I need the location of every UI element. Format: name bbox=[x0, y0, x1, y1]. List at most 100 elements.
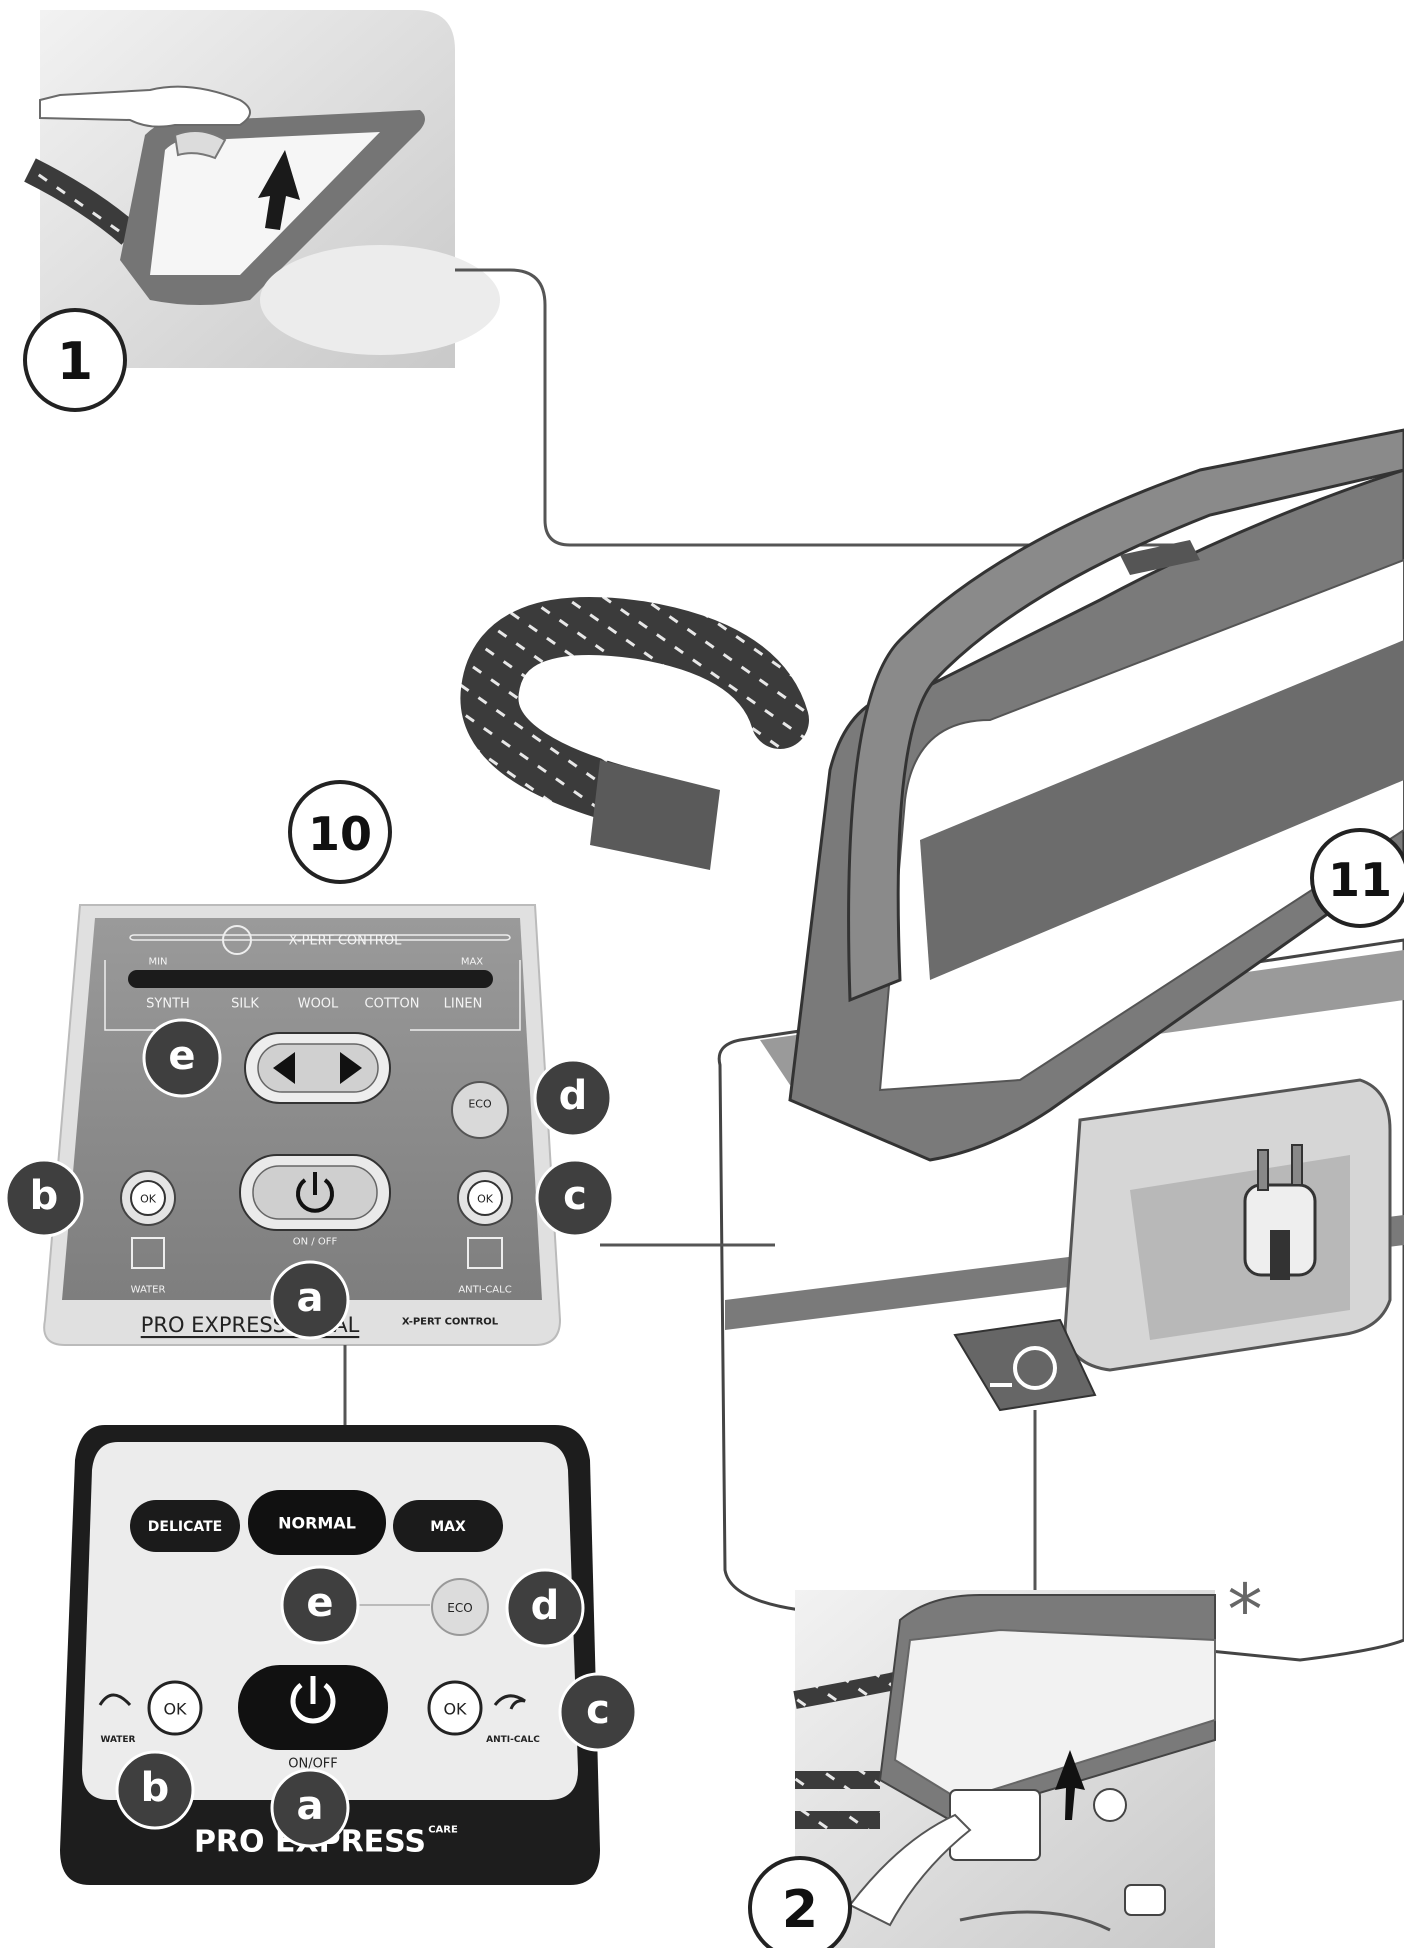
badge-d-bottom: d bbox=[505, 1568, 585, 1648]
anticalc-icon bbox=[467, 1237, 503, 1269]
anticalc-care-label: ANTI-CALC bbox=[486, 1735, 540, 1745]
mode-button-normal[interactable]: NORMAL bbox=[248, 1490, 386, 1555]
panel-face bbox=[62, 918, 542, 1300]
hand-illustration bbox=[39, 85, 251, 128]
power-plug-icon bbox=[1243, 1144, 1317, 1280]
badge-e-bottom-label: e bbox=[306, 1580, 333, 1626]
anticalc-ok-button-care[interactable]: OK bbox=[427, 1680, 483, 1736]
steam-hose bbox=[460, 597, 809, 829]
inset-step-2 bbox=[793, 1590, 1216, 1948]
eco-care-label: ECO bbox=[447, 1601, 472, 1615]
badge-e-bottom: e bbox=[280, 1565, 360, 1645]
iron-side-panel bbox=[920, 640, 1404, 980]
model-suffix-care: CARE bbox=[428, 1825, 458, 1836]
panel-brand-label: X-PERT CONTROL bbox=[289, 934, 402, 949]
badge-a-top-label: a bbox=[297, 1275, 324, 1321]
handle-trigger bbox=[1120, 540, 1200, 575]
callout-step-1-label: 1 bbox=[57, 332, 93, 392]
cord-rewind-icon bbox=[1013, 1346, 1057, 1390]
callout-step-2: 2 bbox=[748, 1856, 852, 1948]
eco-button-label: ECO bbox=[468, 1098, 492, 1111]
inset-2-hand bbox=[848, 1813, 972, 1927]
power-icon bbox=[296, 1178, 334, 1213]
badge-b-bottom-label: b bbox=[141, 1765, 170, 1811]
power-button-care[interactable] bbox=[238, 1665, 388, 1750]
anticalc-ok-care-label: OK bbox=[443, 1700, 467, 1719]
water-ok-button[interactable]: OK bbox=[120, 1170, 176, 1226]
arrow-left-icon[interactable] bbox=[273, 1052, 295, 1084]
badge-c-bottom-label: c bbox=[586, 1687, 610, 1733]
hose-segment bbox=[24, 158, 139, 245]
callout-panel-10-label: 10 bbox=[308, 807, 372, 861]
badge-a-bottom-label: a bbox=[297, 1783, 324, 1829]
hose-connector bbox=[590, 760, 720, 870]
water-care-icon bbox=[98, 1693, 132, 1707]
badge-e-top: e bbox=[142, 1018, 222, 1098]
callout-base-11-label: 11 bbox=[1328, 853, 1392, 907]
fabric-label-wool: WOOL bbox=[298, 997, 339, 1012]
water-care-label: WATER bbox=[100, 1735, 135, 1745]
badge-d-top: d bbox=[533, 1058, 613, 1138]
temperature-arrows-button[interactable] bbox=[244, 1032, 391, 1104]
steam-generator-illustration bbox=[460, 428, 1404, 1662]
power-button[interactable] bbox=[239, 1154, 391, 1231]
water-label: WATER bbox=[131, 1285, 166, 1296]
power-care-icon bbox=[290, 1683, 336, 1724]
eco-button[interactable]: ECO bbox=[451, 1081, 509, 1139]
badge-c-bottom: c bbox=[558, 1672, 638, 1752]
mode-delicate-label: DELICATE bbox=[148, 1519, 222, 1535]
badge-b-bottom: b bbox=[115, 1750, 195, 1830]
badge-a-top: a bbox=[270, 1260, 350, 1340]
thumb-illustration bbox=[173, 130, 227, 160]
inset-2-plug-icon bbox=[1124, 1884, 1166, 1916]
callout-base-11: 11 bbox=[1310, 828, 1404, 928]
steam-cloud bbox=[260, 245, 500, 355]
water-ok-label: OK bbox=[140, 1193, 157, 1206]
cord-rewind-button[interactable] bbox=[953, 1318, 1097, 1412]
connector-line-1 bbox=[455, 268, 1180, 547]
fabric-label-silk: SILK bbox=[231, 997, 259, 1012]
badge-b-top-label: b bbox=[30, 1173, 59, 1219]
water-tank-icon bbox=[131, 1237, 165, 1269]
inset-2-indicator bbox=[1093, 1788, 1127, 1822]
callout-panel-10: 10 bbox=[288, 780, 392, 884]
control-panel-xpert: X-PERT CONTROL MIN MAX SYNTH SILK WOOL C… bbox=[43, 904, 562, 1346]
insert-arrow-icon bbox=[1055, 1750, 1085, 1820]
tefal-logo-icon bbox=[222, 925, 252, 955]
iron-handle bbox=[847, 428, 1404, 1003]
fabric-label-linen: LINEN bbox=[444, 997, 483, 1012]
lift-arrow-icon bbox=[258, 150, 300, 230]
callout-step-2-label: 2 bbox=[782, 1880, 818, 1940]
water-ok-button-care[interactable]: OK bbox=[147, 1680, 203, 1736]
badge-d-top-label: d bbox=[559, 1073, 588, 1119]
mode-button-max[interactable]: MAX bbox=[393, 1500, 503, 1552]
fabric-label-cotton: COTTON bbox=[365, 997, 420, 1012]
anticalc-label: ANTI-CALC bbox=[458, 1285, 511, 1296]
temperature-display-bar bbox=[128, 970, 493, 988]
onoff-label: ON / OFF bbox=[293, 1237, 338, 1248]
badge-b-top: b bbox=[4, 1158, 84, 1238]
iron-handle-shell bbox=[150, 132, 380, 275]
badge-c-top: c bbox=[535, 1158, 615, 1238]
scale-max-label: MAX bbox=[461, 957, 483, 968]
inset-step-1 bbox=[24, 10, 500, 368]
badge-d-bottom-label: d bbox=[531, 1583, 560, 1629]
mode-normal-label: NORMAL bbox=[278, 1514, 356, 1533]
badge-e-top-label: e bbox=[168, 1033, 195, 1079]
eco-button-care[interactable]: ECO bbox=[431, 1578, 489, 1636]
arrow-right-icon[interactable] bbox=[340, 1052, 362, 1084]
mode-button-delicate[interactable]: DELICATE bbox=[130, 1500, 240, 1552]
inset-2-cord bbox=[959, 1910, 1111, 1932]
water-ok-care-label: OK bbox=[163, 1700, 187, 1719]
mode-max-label: MAX bbox=[430, 1519, 466, 1535]
fabric-label-synth: SYNTH bbox=[146, 997, 190, 1012]
badge-a-bottom: a bbox=[270, 1768, 350, 1848]
panel-header-frame bbox=[129, 934, 511, 941]
anticalc-ok-label: OK bbox=[477, 1193, 494, 1206]
panel-guide-lines bbox=[104, 960, 521, 1031]
asterisk-note-marker: * bbox=[1228, 1569, 1263, 1651]
inset-2-hose-1 bbox=[793, 1671, 902, 1709]
anticalc-ok-button[interactable]: OK bbox=[457, 1170, 513, 1226]
onoff-care-label: ON/OFF bbox=[288, 1757, 338, 1772]
